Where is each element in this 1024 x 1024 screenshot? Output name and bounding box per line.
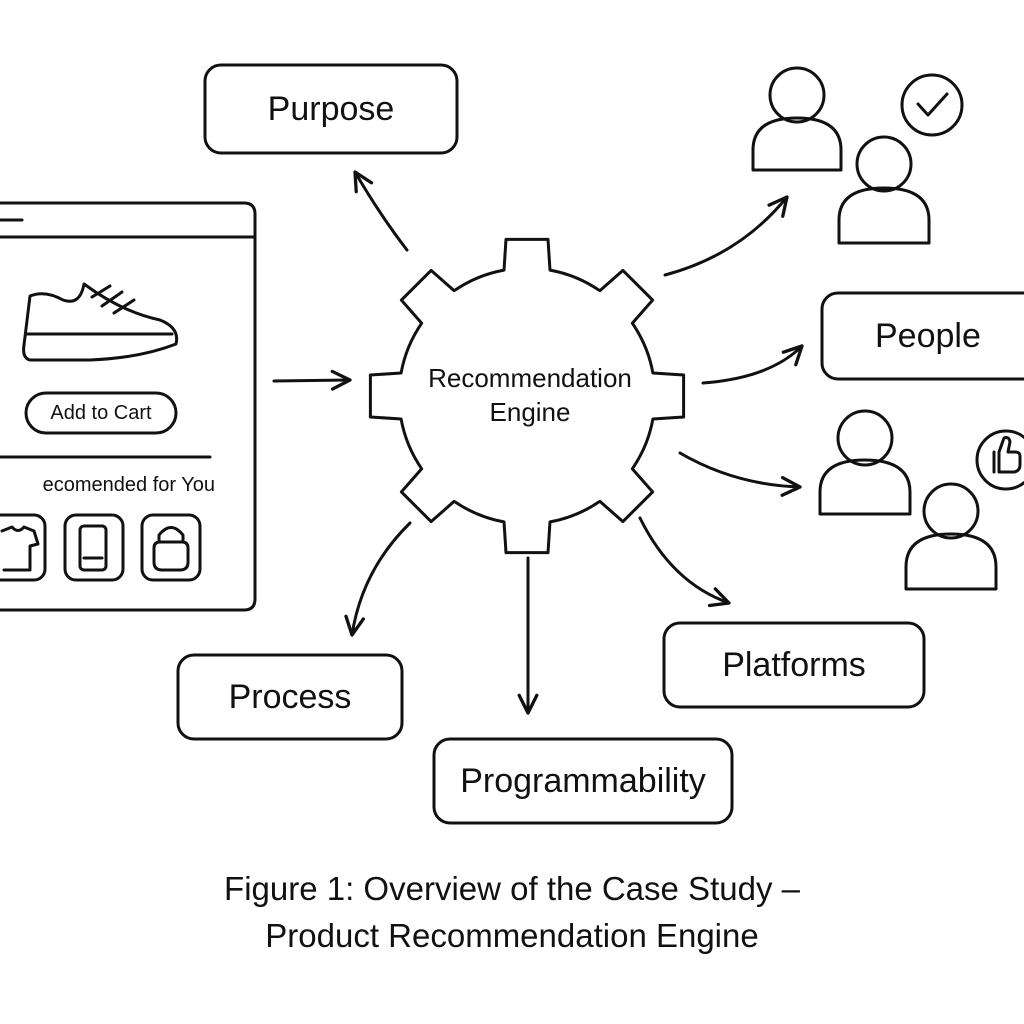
add-to-cart-label: Add to Cart xyxy=(50,401,152,424)
arrow-to-users-bottom xyxy=(678,451,802,497)
arrow-to-purpose xyxy=(353,170,409,252)
user-pair-approved xyxy=(751,66,964,245)
caption-line2: Product Recommendation Engine xyxy=(265,917,759,954)
phone-icon xyxy=(78,524,108,572)
person-icon xyxy=(818,409,912,516)
store-mockup-window xyxy=(0,201,257,612)
gear-icon xyxy=(368,237,686,555)
user-pair-liked xyxy=(818,409,1024,591)
arrow-from-store xyxy=(272,369,352,391)
programmability-node-label: Programmability xyxy=(460,761,706,800)
engine-label-line2: Engine xyxy=(489,397,571,427)
process-node-box xyxy=(176,653,404,741)
product-card-tshirt[interactable] xyxy=(0,513,47,582)
tshirt-icon xyxy=(0,525,40,572)
people-node-box xyxy=(820,291,1024,381)
arrow-to-process xyxy=(344,521,412,637)
arrow-to-users-top xyxy=(663,195,789,277)
person-icon xyxy=(837,135,931,245)
process-node-label: Process xyxy=(228,677,352,716)
platforms-node-box xyxy=(662,621,926,709)
product-card-bag[interactable] xyxy=(140,513,202,582)
recommendation-engine-label: Recommendation Engine xyxy=(380,355,680,435)
add-to-cart-button[interactable] xyxy=(24,391,178,435)
purpose-node-box xyxy=(203,63,459,155)
bag-icon xyxy=(152,526,190,572)
thumbs-up-icon xyxy=(975,429,1024,491)
people-node-label: People xyxy=(875,316,981,355)
person-icon xyxy=(904,482,998,591)
recommended-section-text: ecomended for You xyxy=(42,473,215,496)
product-card-phone[interactable] xyxy=(63,513,125,582)
figure-caption: Figure 1: Overview of the Case Study – P… xyxy=(0,865,1024,959)
check-circle-icon xyxy=(900,73,964,137)
person-icon xyxy=(751,66,843,172)
recommended-section-title: ecomended for You xyxy=(0,470,215,500)
sneaker-icon xyxy=(22,282,179,362)
engine-label-line1: Recommendation xyxy=(428,363,632,393)
caption-line1: Figure 1: Overview of the Case Study – xyxy=(224,870,800,907)
purpose-node-label: Purpose xyxy=(267,89,395,128)
programmability-node-box xyxy=(432,737,734,825)
arrow-to-people xyxy=(701,344,804,385)
arrow-to-platforms xyxy=(638,516,731,608)
platforms-node-label: Platforms xyxy=(722,645,866,684)
